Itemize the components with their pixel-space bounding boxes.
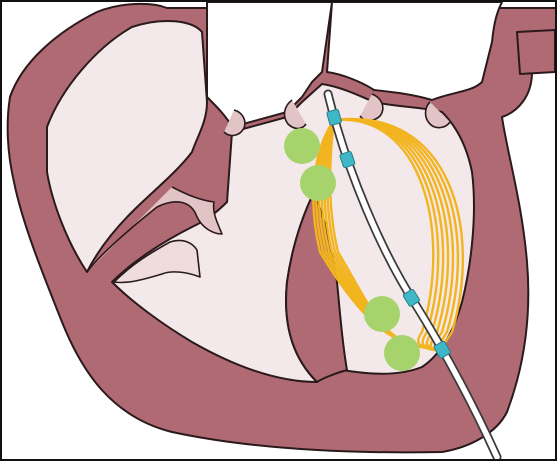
lesion-icon [284,128,320,164]
lesion-icon [384,335,420,371]
lesion-icon [300,165,336,201]
pulmonary-vein-stub [517,30,555,74]
lesion-icon [364,296,400,332]
